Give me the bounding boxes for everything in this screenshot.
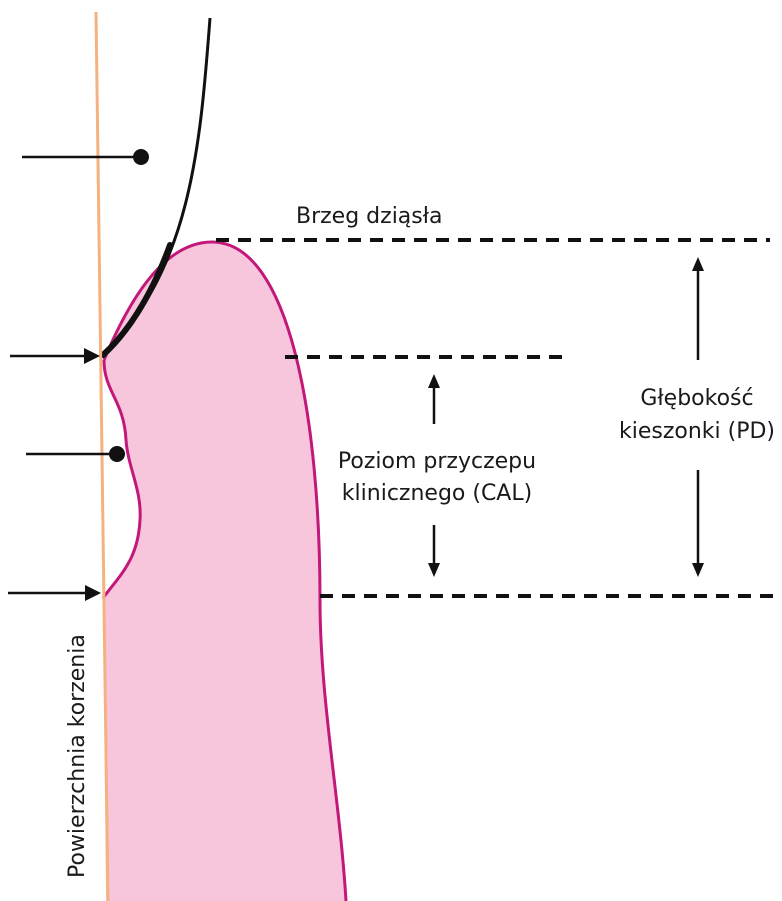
root-surface-line (96, 12, 108, 901)
gingiva-tissue (103, 242, 346, 901)
cal-label-line-2: klinicznego (CAL) (342, 481, 532, 506)
pointer-arrow-pocket-base (8, 585, 101, 601)
pointer-line-dot-1 (22, 149, 149, 165)
cal-up-arrow (428, 374, 440, 424)
cal-label-line-1: Poziom przyczepu (338, 449, 536, 474)
pd-label-line-1: Głębokość (640, 386, 753, 411)
pd-up-arrow (692, 257, 704, 360)
pd-down-arrow (692, 470, 704, 577)
gingival-margin-label: Brzeg dziąsła (296, 204, 442, 229)
pointer-arrow-cej (10, 348, 100, 364)
pointer-line-dot-2 (26, 446, 125, 462)
cal-down-arrow (428, 525, 440, 577)
root-surface-label: Powierzchnia korzenia (65, 634, 90, 878)
pd-label-line-2: kieszonki (PD) (619, 419, 775, 444)
